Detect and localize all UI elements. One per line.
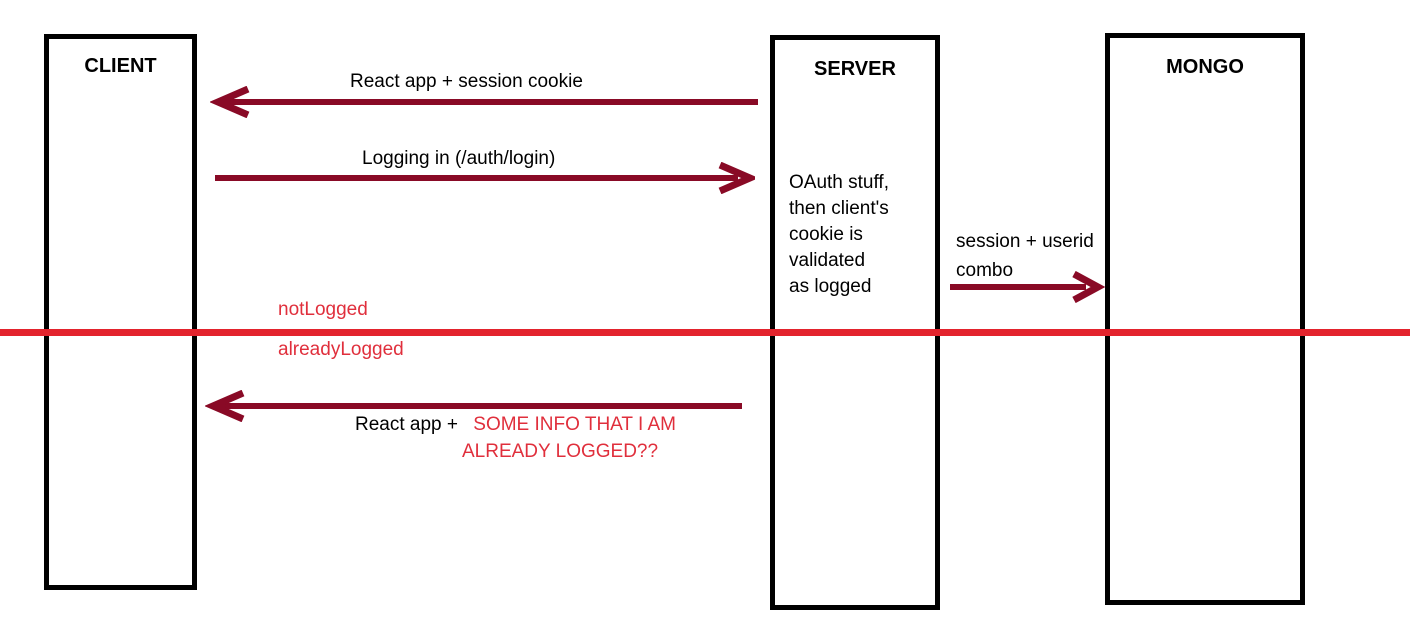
server-note: OAuth stuff, then client's cookie is val… — [789, 172, 889, 297]
actor-title-server: SERVER — [814, 58, 896, 80]
actor-title-client: CLIENT — [84, 55, 157, 77]
state-label-alreadylogged: alreadyLogged — [278, 339, 404, 360]
arrow-client-to-server — [215, 162, 755, 194]
actor-box-server: SERVER — [770, 35, 940, 610]
arrow-head-right-icon — [1072, 271, 1106, 303]
state-divider-line — [0, 329, 1410, 336]
actor-title-mongo: MONGO — [1166, 56, 1244, 78]
actor-box-mongo: MONGO — [1105, 33, 1305, 605]
arrow-server-to-client-bottom — [205, 390, 742, 422]
message-label-logging-in: Logging in (/auth/login) — [362, 148, 556, 169]
arrow-server-to-client-top — [210, 86, 758, 118]
state-label-notlogged: notLogged — [278, 299, 368, 320]
message-label-session-cookie: React app + session cookie — [350, 71, 583, 92]
arrow-head-right-icon — [718, 162, 755, 194]
arrow-head-left-icon — [210, 86, 250, 118]
arrow-server-to-mongo — [950, 271, 1106, 303]
message-label-red-part-line2: ALREADY LOGGED?? — [462, 441, 659, 462]
message-label-react-app-info: React app + SOME INFO THAT I AM — [355, 414, 676, 436]
actor-box-client: CLIENT — [44, 34, 197, 590]
arrow-head-left-icon — [205, 390, 245, 422]
message-label-session-userid: session + userid combo — [956, 231, 1094, 281]
message-label-black-part: React app + — [355, 414, 458, 435]
message-label-red-part-line1: SOME INFO THAT I AM — [473, 414, 676, 435]
